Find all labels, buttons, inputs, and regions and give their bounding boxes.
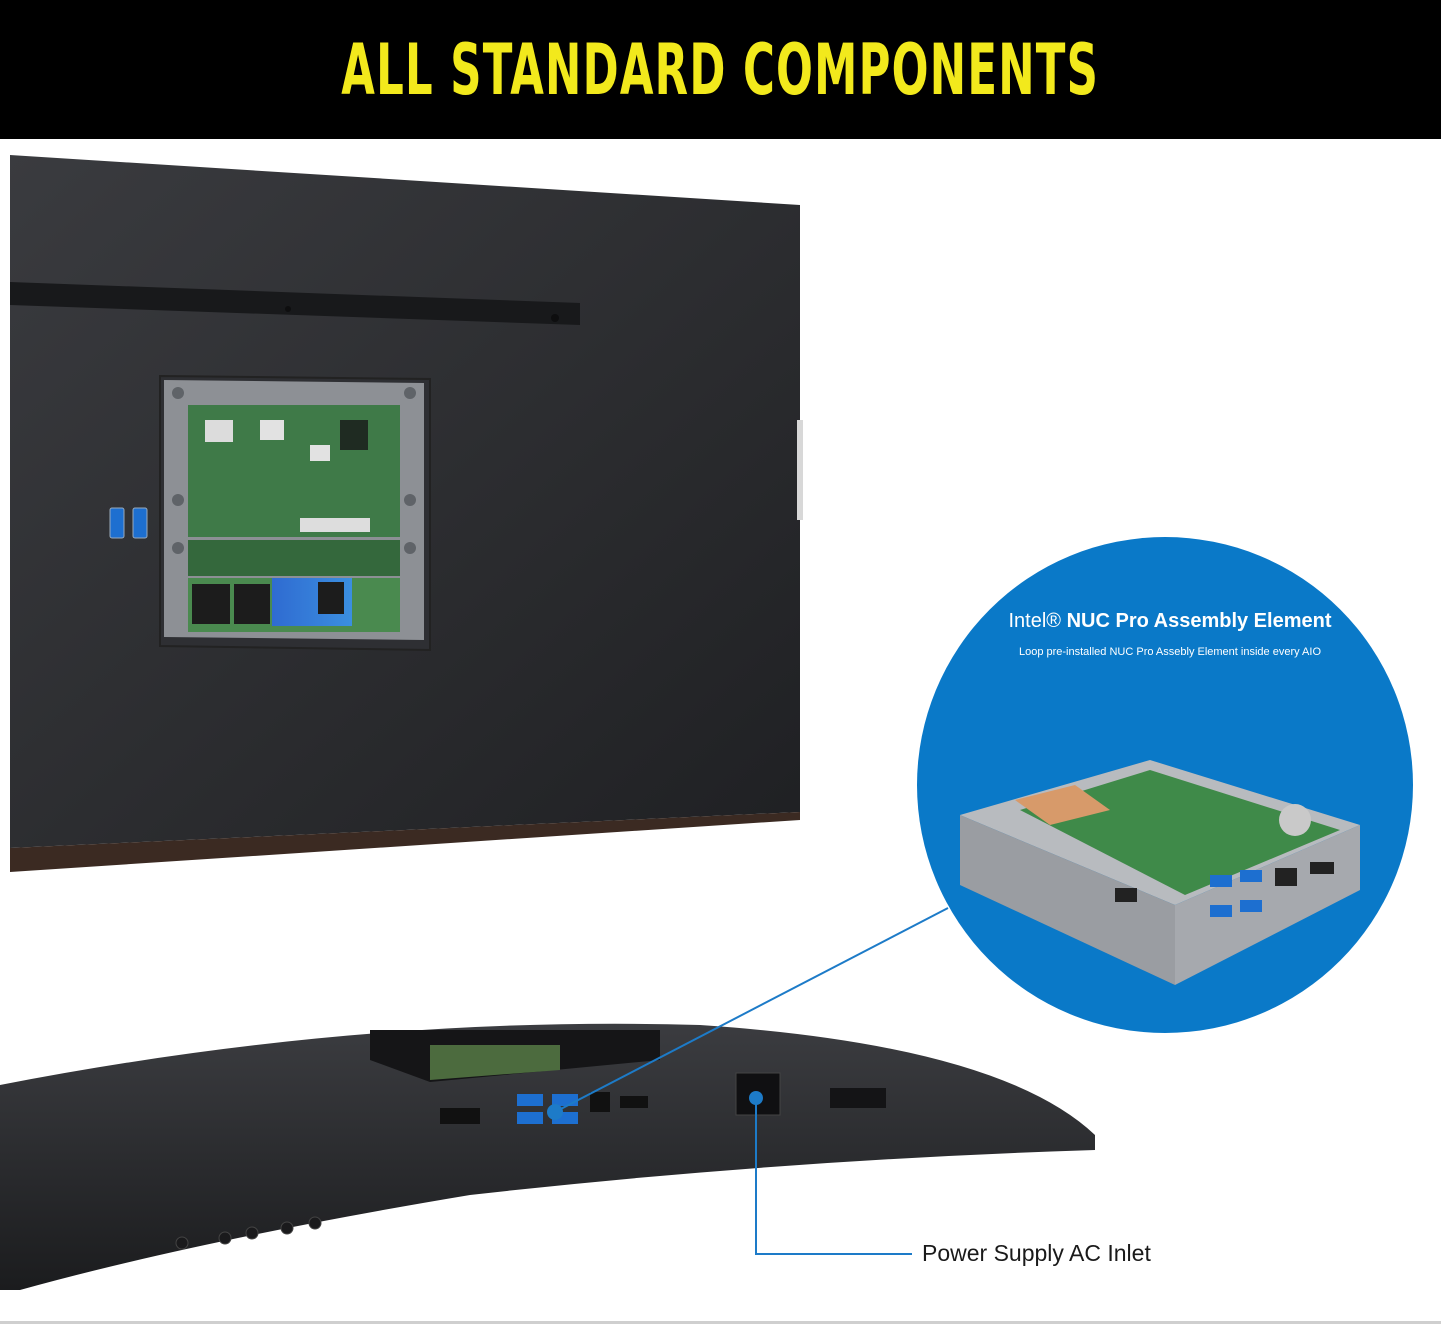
bracket-screw [404, 494, 416, 506]
side-buttons [797, 420, 803, 520]
monitor-wood-surface [10, 812, 800, 872]
page-title: ALL STANDARD COMPONENTS [341, 28, 1100, 111]
cmos-battery [1279, 804, 1311, 836]
ac-inlet-label: Power Supply AC Inlet [922, 1240, 1151, 1266]
hdmi-port [1310, 862, 1334, 874]
usb-port [440, 1108, 480, 1124]
bracket-screw [404, 387, 416, 399]
callout-title: Intel® NUC Pro Assembly Element [950, 610, 1390, 633]
callout-leader-line [554, 907, 949, 1113]
screw-hole [551, 314, 559, 322]
nuc-board-peek [430, 1045, 560, 1080]
ssd-chip [318, 582, 344, 614]
control-button [175, 1236, 189, 1250]
board-label [310, 445, 330, 461]
usb-port [132, 507, 148, 539]
vent-grille [830, 1088, 886, 1108]
usb-port [1240, 870, 1262, 882]
control-button [245, 1226, 259, 1240]
intel-label [300, 518, 370, 532]
monitor-bottom-view [0, 1023, 1095, 1290]
control-button [218, 1231, 232, 1245]
usb-port [517, 1094, 543, 1106]
callout-leader-dot [547, 1104, 563, 1120]
bracket-screw [172, 542, 184, 554]
monitor-back-view [10, 155, 803, 872]
bracket-screw [404, 542, 416, 554]
bottom-divider [0, 1321, 1441, 1324]
nuc-pcb [1020, 770, 1340, 895]
hdmi-port [620, 1096, 648, 1108]
bracket-screw [172, 387, 184, 399]
bracket-screw [172, 494, 184, 506]
usb-port [109, 507, 125, 539]
memory-chip [192, 584, 230, 624]
header-banner: ALL STANDARD COMPONENTS [0, 0, 1441, 139]
board-label [260, 420, 284, 440]
hdmi-port [1115, 888, 1137, 902]
usb-port [517, 1112, 543, 1124]
screw-hole [285, 306, 291, 312]
control-button [308, 1216, 322, 1230]
memory-chip [234, 584, 270, 624]
chip [340, 420, 368, 450]
ethernet-port [1275, 868, 1297, 886]
monitor-bottom-panel [0, 1023, 1095, 1290]
nuc-chassis-front [960, 815, 1175, 985]
control-button [280, 1221, 294, 1235]
callout-title-bold: NUC Pro Assembly Element [1066, 610, 1332, 632]
usb-port [1240, 900, 1262, 912]
usb-port [1210, 875, 1232, 887]
copper-heatsink [1015, 785, 1110, 825]
ac-leader-dot [749, 1091, 763, 1105]
callout-subtitle: Loop pre-installed NUC Pro Assebly Eleme… [1018, 646, 1322, 658]
board-label [205, 420, 233, 442]
nuc-callout [917, 537, 1413, 1033]
ram-slot [188, 540, 400, 576]
callout-title-prefix: Intel® [1008, 610, 1062, 632]
ac-leader-line [755, 1098, 912, 1255]
usb-port [1210, 905, 1232, 917]
monitor-vent-slot [10, 282, 580, 325]
ethernet-port [590, 1092, 610, 1112]
